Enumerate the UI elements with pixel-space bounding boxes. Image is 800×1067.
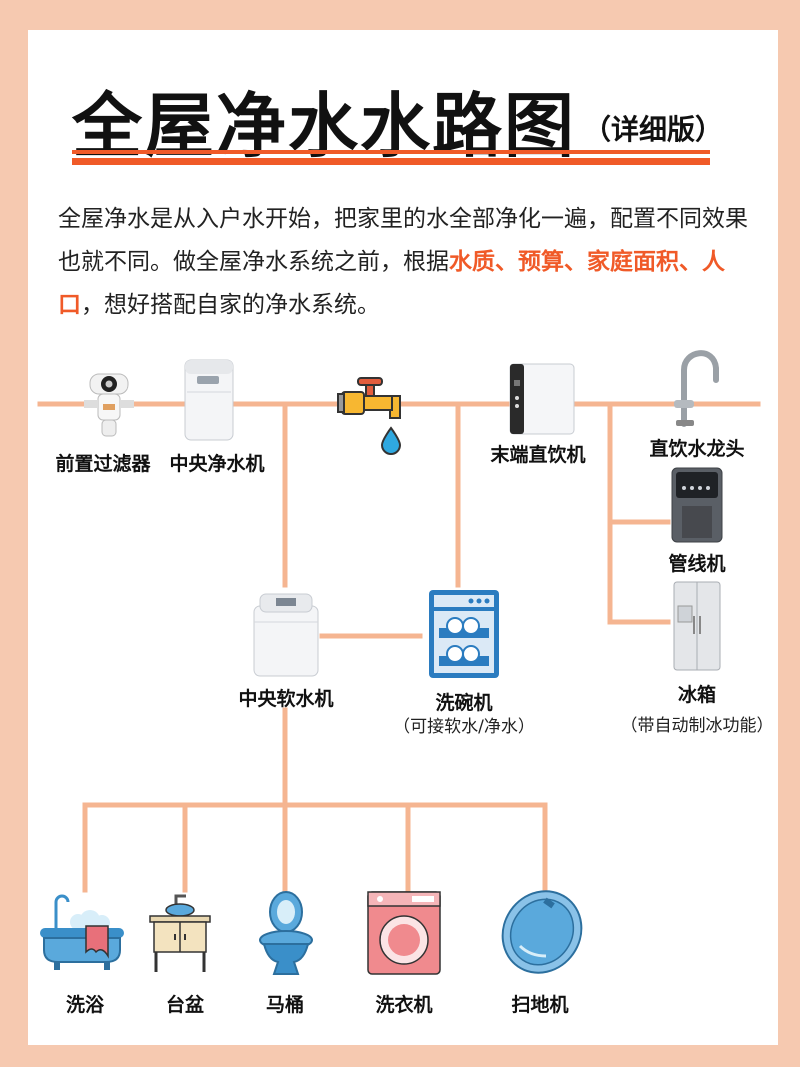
intro-text-2: ，想好搭配自家的净水系统。 xyxy=(81,292,380,318)
paper-background xyxy=(28,30,778,1045)
purifier-icon xyxy=(184,359,234,441)
pipeline-machine-label: 管线机 xyxy=(668,553,726,575)
intro-highlight: 水质、预算、家庭面积、人口 xyxy=(58,249,725,318)
dishwasher-note: （可接软水/净水） xyxy=(393,717,535,737)
robot-vacuum-icon xyxy=(501,890,583,974)
page-subtitle: （详细版） xyxy=(583,113,724,146)
intro-text-1: 全屋净水是从入户水开始，把家里的水全部净化一遍，配置不同效果也就不同。做全屋净水… xyxy=(58,206,748,275)
pipeline-machine-icon xyxy=(671,467,723,543)
washing-machine-icon xyxy=(367,891,441,975)
title-underline-bottom xyxy=(72,158,710,165)
dishwasher-icon xyxy=(429,590,499,678)
fridge-icon xyxy=(673,581,721,671)
central-purifier-label: 中央净水机 xyxy=(169,453,265,475)
toilet-icon xyxy=(259,891,313,975)
pre-filter-label: 前置过滤器 xyxy=(55,453,151,475)
fridge-note: （带自动制冰功能） xyxy=(620,716,774,736)
toilet-label: 马桶 xyxy=(265,994,305,1016)
faucet-icon xyxy=(337,377,402,455)
fridge-label: 冰箱 xyxy=(677,684,717,706)
washer-label: 洗衣机 xyxy=(375,994,433,1016)
basin-label: 台盆 xyxy=(165,994,205,1016)
title-underline-top xyxy=(72,150,710,154)
dispenser-icon xyxy=(509,363,575,435)
terminal-dispenser-label: 末端直饮机 xyxy=(490,444,586,466)
bathtub-icon xyxy=(40,894,124,970)
central-softener-label: 中央软水机 xyxy=(238,688,334,710)
drinking-faucet-label: 直饮水龙头 xyxy=(649,438,745,460)
intro-paragraph: 全屋净水是从入户水开始，把家里的水全部净化一遍，配置不同效果也就不同。做全屋净水… xyxy=(58,198,758,327)
basin-icon xyxy=(149,894,211,972)
dishwasher-label: 洗碗机 xyxy=(435,692,493,714)
bath-label: 洗浴 xyxy=(65,994,105,1016)
pre-filter-icon xyxy=(84,373,134,437)
softener-icon xyxy=(253,593,319,677)
tap-icon xyxy=(674,350,719,427)
mopper-label: 扫地机 xyxy=(511,994,569,1016)
